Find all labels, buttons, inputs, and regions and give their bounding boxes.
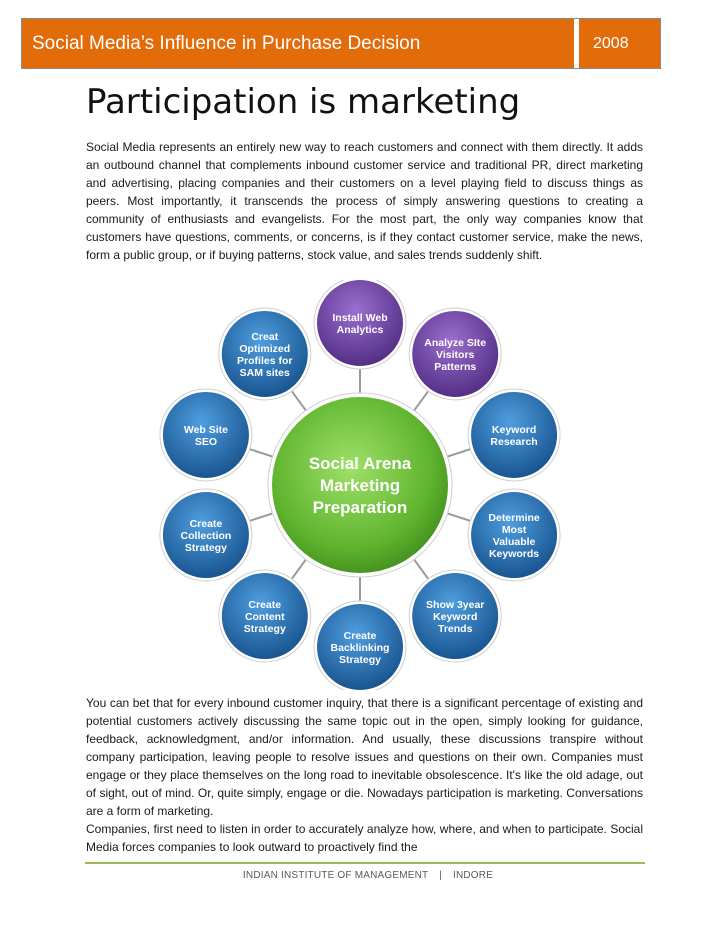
body-paragraph-1: You can bet that for every inbound custo…	[86, 696, 643, 818]
diagram-node-label: Strategy	[339, 654, 381, 666]
diagram-node-label: Research	[490, 436, 537, 448]
diagram-node-label: Collection	[181, 530, 232, 542]
diagram-node-label: SEO	[195, 436, 217, 448]
diagram-node-circle	[317, 280, 403, 366]
diagram-node-circle	[221, 573, 308, 660]
diagram-node-circle	[317, 604, 403, 690]
header-year: 2008	[575, 19, 660, 68]
footer-separator: |	[439, 870, 442, 881]
diagram-center-circle	[272, 397, 448, 573]
diagram-center-label: Social Arena	[309, 454, 412, 473]
diagram-node-label: Create	[344, 630, 377, 642]
diagram-center-label: Marketing	[320, 476, 400, 495]
section-heading: Participation is marketing	[86, 82, 521, 122]
page-footer: INDIAN INSTITUTE OF MANAGEMENT | INDORE	[0, 870, 728, 881]
diagram-node-label: Keyword	[492, 424, 536, 436]
diagram-node-circle	[471, 492, 558, 579]
diagram-node-label: Most	[502, 524, 527, 536]
diagram-node-label: Create	[190, 518, 223, 530]
diagram-node-label: Install Web	[332, 312, 387, 324]
running-header: Social Media’s Influence in Purchase Dec…	[21, 18, 661, 69]
diagram-node-label: Analytics	[337, 324, 384, 336]
diagram-node-circle	[162, 492, 249, 579]
diagram-node-label: Optimized	[239, 343, 290, 355]
diagram-node-label: Creat	[251, 331, 278, 343]
diagram-node-label: Backlinking	[331, 642, 390, 654]
intro-paragraph: Social Media represents an entirely new …	[86, 140, 643, 262]
diagram-node-label: SAM sites	[240, 367, 290, 379]
diagram-node-label: Determine	[488, 512, 540, 524]
diagram-node-label: Show 3year	[426, 599, 484, 611]
footer-institute: INDIAN INSTITUTE OF MANAGEMENT	[242, 870, 429, 881]
diagram-node-label: Profiles for	[237, 355, 292, 367]
diagram-node-label: Analyze SIte	[424, 337, 486, 349]
diagram-node-label: Web Site	[184, 424, 228, 436]
diagram-node-label: Patterns	[434, 361, 476, 373]
diagram-node-label: Keyword	[433, 611, 477, 623]
diagram-node-circle	[221, 310, 308, 397]
diagram-node-label: Valuable	[493, 536, 536, 548]
diagram-node-label: Create	[248, 599, 281, 611]
diagram-node-label: Strategy	[185, 542, 227, 554]
body-paragraph-2: Companies, first need to listen in order…	[86, 822, 643, 854]
diagram-node-label: Trends	[438, 623, 473, 635]
footer-rule	[85, 862, 645, 864]
header-title: Social Media’s Influence in Purchase Dec…	[22, 19, 575, 68]
footer-city: INDORE	[452, 870, 494, 881]
diagram-center-label: Preparation	[313, 498, 407, 517]
diagram-node-circle	[471, 391, 558, 478]
diagram-node-label: Strategy	[244, 623, 286, 635]
diagram-node-label: Keywords	[489, 548, 539, 560]
diagram-node-label: Visitors	[436, 349, 474, 361]
diagram-node-circle	[162, 391, 249, 478]
diagram-node-circle	[412, 310, 499, 397]
diagram-node-label: Content	[245, 611, 285, 623]
diagram-node-circle	[412, 573, 499, 660]
